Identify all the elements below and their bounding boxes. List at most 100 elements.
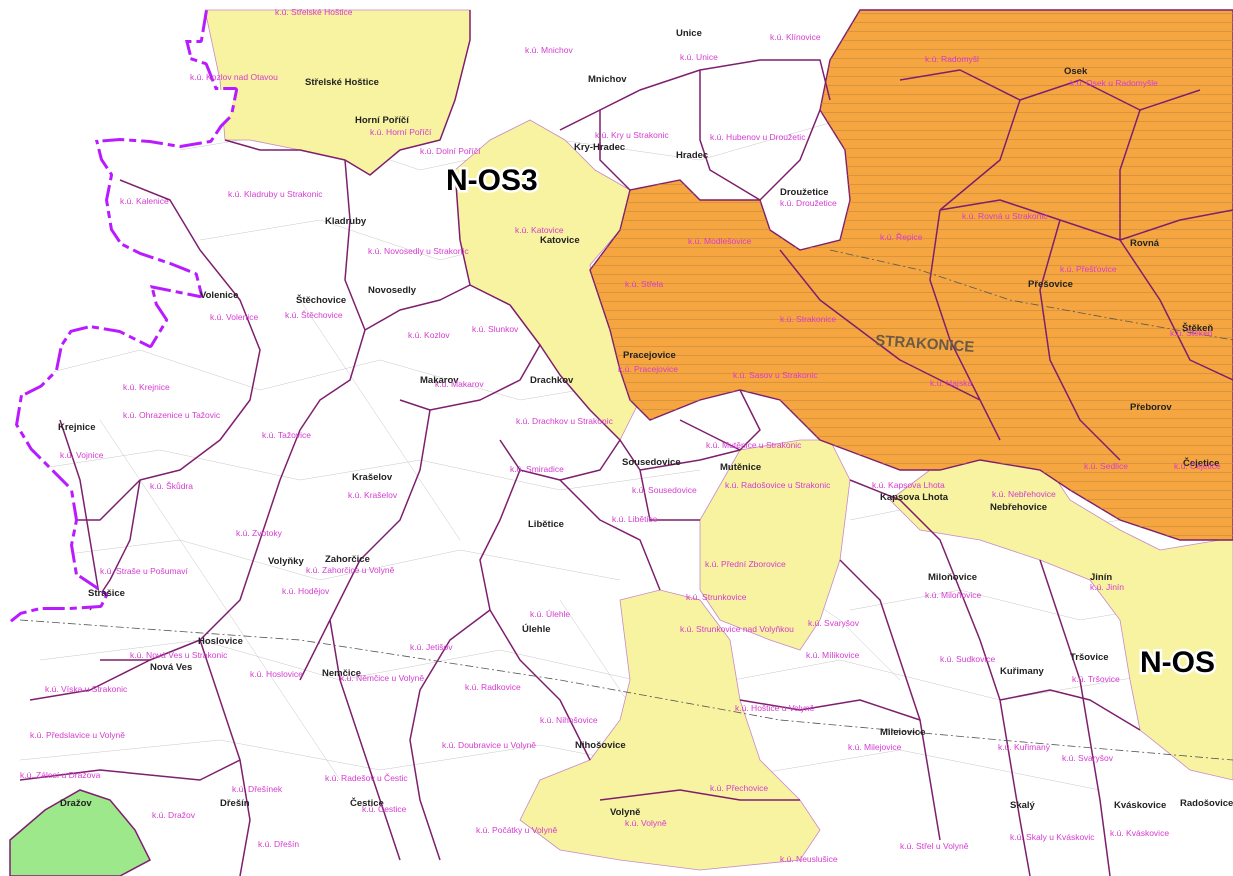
town-label: Nihošovice xyxy=(575,740,626,751)
town-label: Mutěnice xyxy=(720,462,761,473)
ku-label: k.ú. Střelské Hoštice xyxy=(275,7,353,17)
ku-label: k.ú. Zvotoky xyxy=(236,528,283,538)
town-label: Mnichov xyxy=(588,74,627,85)
ku-label: k.ú. Radešov u Čestic xyxy=(325,773,408,783)
town-label: Kapsova Lhota xyxy=(880,492,949,503)
town-label: Volenice xyxy=(200,290,238,301)
ku-label: k.ú. Sousedovice xyxy=(632,485,697,495)
town-label: Hoslovice xyxy=(198,636,243,647)
ku-label: k.ú. Unice xyxy=(680,52,718,62)
town-label: Novosedly xyxy=(368,285,417,296)
town-label: Kuřimany xyxy=(1000,666,1045,677)
town-label: Nemčice xyxy=(322,668,361,679)
ku-label: k.ú. Hoštice u Volyně xyxy=(735,703,815,713)
ku-label: k.ú. Kozlov xyxy=(408,330,450,340)
ku-label: k.ú. Střela xyxy=(625,279,664,289)
town-label: Miloňovice xyxy=(928,572,977,583)
ku-label: k.ú. Přední Zborovice xyxy=(705,559,786,569)
ku-label: k.ú. Čestice xyxy=(362,804,407,814)
ku-label: k.ú. Libětice xyxy=(612,514,658,524)
ku-label: k.ú. Přešťovice xyxy=(1060,264,1117,274)
ku-label: k.ú. Milejovice xyxy=(848,742,902,752)
city-label-strakonice: STRAKONICE xyxy=(875,332,975,356)
town-label: Droužetice xyxy=(780,187,829,198)
ku-label: k.ú. Počátky u Volyně xyxy=(476,825,558,835)
ku-label: k.ú. Hodějov xyxy=(282,586,330,596)
ku-label: k.ú. Dolní Poříčí xyxy=(420,146,481,156)
town-label: Štěchovice xyxy=(296,294,346,306)
ku-label: k.ú. Skaly u Kváskovic xyxy=(1010,832,1095,842)
zone-label-n-os3: N-OS3 xyxy=(446,164,538,197)
railway-lines xyxy=(19,249,1233,761)
ku-label: k.ú. Drachkov u Strakonic xyxy=(516,416,614,426)
ku-label: k.ú. Zahorčice u Volyně xyxy=(306,565,395,575)
ku-label: k.ú. Miloňovice xyxy=(925,590,981,600)
town-label: Tršovice xyxy=(1070,652,1109,663)
ku-label: k.ú. Střel u Volyně xyxy=(900,841,969,851)
ku-label: k.ú. Doubravice u Volyně xyxy=(442,740,536,750)
ku-label: k.ú. Volenice xyxy=(210,312,258,322)
orange-hatch xyxy=(590,10,1233,540)
town-label: Sousedovice xyxy=(622,457,681,468)
ku-label: k.ú. Droužetice xyxy=(780,198,837,208)
ku-label: k.ú. Řepice xyxy=(880,232,923,242)
town-label: Střelské Hoštice xyxy=(305,77,379,88)
town-label: Čejetice xyxy=(1183,457,1219,469)
ku-label: k.ú. Strunkovice xyxy=(686,592,747,602)
ku-label: k.ú. Sedlice xyxy=(1084,461,1128,471)
ku-label: k.ú. Jetišov xyxy=(410,642,453,652)
ku-label: k.ú. Tršovice xyxy=(1072,674,1120,684)
ku-label: k.ú. Němčice u Volyně xyxy=(340,673,424,683)
ku-label: k.ú. Katovice xyxy=(515,225,564,235)
ku-label: k.ú. Straše u Pošumaví xyxy=(100,566,189,576)
town-label: Mileiovice xyxy=(880,727,925,738)
ku-label: k.ú. Radkovice xyxy=(465,682,521,692)
green-zone xyxy=(9,789,151,876)
ku-label: k.ú. Vojnice xyxy=(60,450,104,460)
cadastral-labels: k.ú. Střelské Hoštice k.ú. Kozlov nad Ot… xyxy=(20,7,1221,864)
ku-label: k.ú. Kuřimany xyxy=(998,742,1051,752)
ku-label: k.ú. Kry u Strakonic xyxy=(595,130,669,140)
town-label: Krašelov xyxy=(352,472,393,483)
ku-label: k.ú. Radošovice u Strakonic xyxy=(725,480,831,490)
ku-label: k.ú. Kváskovice xyxy=(1110,828,1169,838)
ku-label: k.ú. Rovná u Strakonic xyxy=(962,211,1048,221)
ku-label: k.ú. Přechovice xyxy=(710,783,768,793)
ku-label: k.ú. Sudkovice xyxy=(940,654,996,664)
town-label: Volyňky xyxy=(268,556,304,567)
town-label: Katovice xyxy=(540,235,580,246)
town-label: Úlehle xyxy=(522,623,551,635)
town-label: Jinín xyxy=(1090,572,1112,583)
ku-label: k.ú. Mutěnice u Strakonic xyxy=(706,440,802,450)
ku-label: k.ú. Svaryšov xyxy=(808,618,860,628)
ku-label: k.ú. Kapsova Lhota xyxy=(872,480,945,490)
town-label: Nová Ves xyxy=(150,662,192,673)
ku-label: k.ú. Štěchovice xyxy=(285,310,343,320)
town-label: Krejnice xyxy=(58,422,96,433)
town-label: Kváskovice xyxy=(1114,800,1166,811)
ku-label: k.ú. Strunkovice nad Volyňkou xyxy=(680,624,794,634)
ku-label: k.ú. Novosedly u Strakonic xyxy=(368,246,469,256)
town-label: Kladruby xyxy=(325,216,367,227)
ku-label: k.ú. Hoslovice xyxy=(250,669,303,679)
ku-label: k.ú. Volyně xyxy=(625,818,667,828)
ku-label: k.ú. Modlešovice xyxy=(688,236,752,246)
ku-label: k.ú. Štěkeň xyxy=(1170,328,1213,338)
town-label: Dřešín xyxy=(220,798,250,809)
ku-label: k.ú. Pracejovice xyxy=(618,364,678,374)
town-label: Nebřehovice xyxy=(990,502,1047,513)
ku-label: k.ú. Úlehle xyxy=(530,609,570,619)
outside-area xyxy=(0,0,235,620)
ku-label: k.ú. Nihošovice xyxy=(540,715,598,725)
ku-label: k.ú. Radomyšl xyxy=(925,54,979,64)
town-label: Štěkeň xyxy=(1182,322,1213,334)
zone-label-n-os: N-OS xyxy=(1140,646,1215,679)
town-label: Kry-Hradec xyxy=(574,142,625,153)
ku-label: k.ú. Kladruby u Strakonic xyxy=(228,189,323,199)
town-label: Skalý xyxy=(1010,800,1036,811)
town-label: Pracejovice xyxy=(623,350,676,361)
ku-label: k.ú. Dřešín xyxy=(258,839,299,849)
ku-label: k.ú. Mílikovice xyxy=(806,650,860,660)
ku-label: k.ú. Nová Ves u Strakonic xyxy=(130,650,228,660)
